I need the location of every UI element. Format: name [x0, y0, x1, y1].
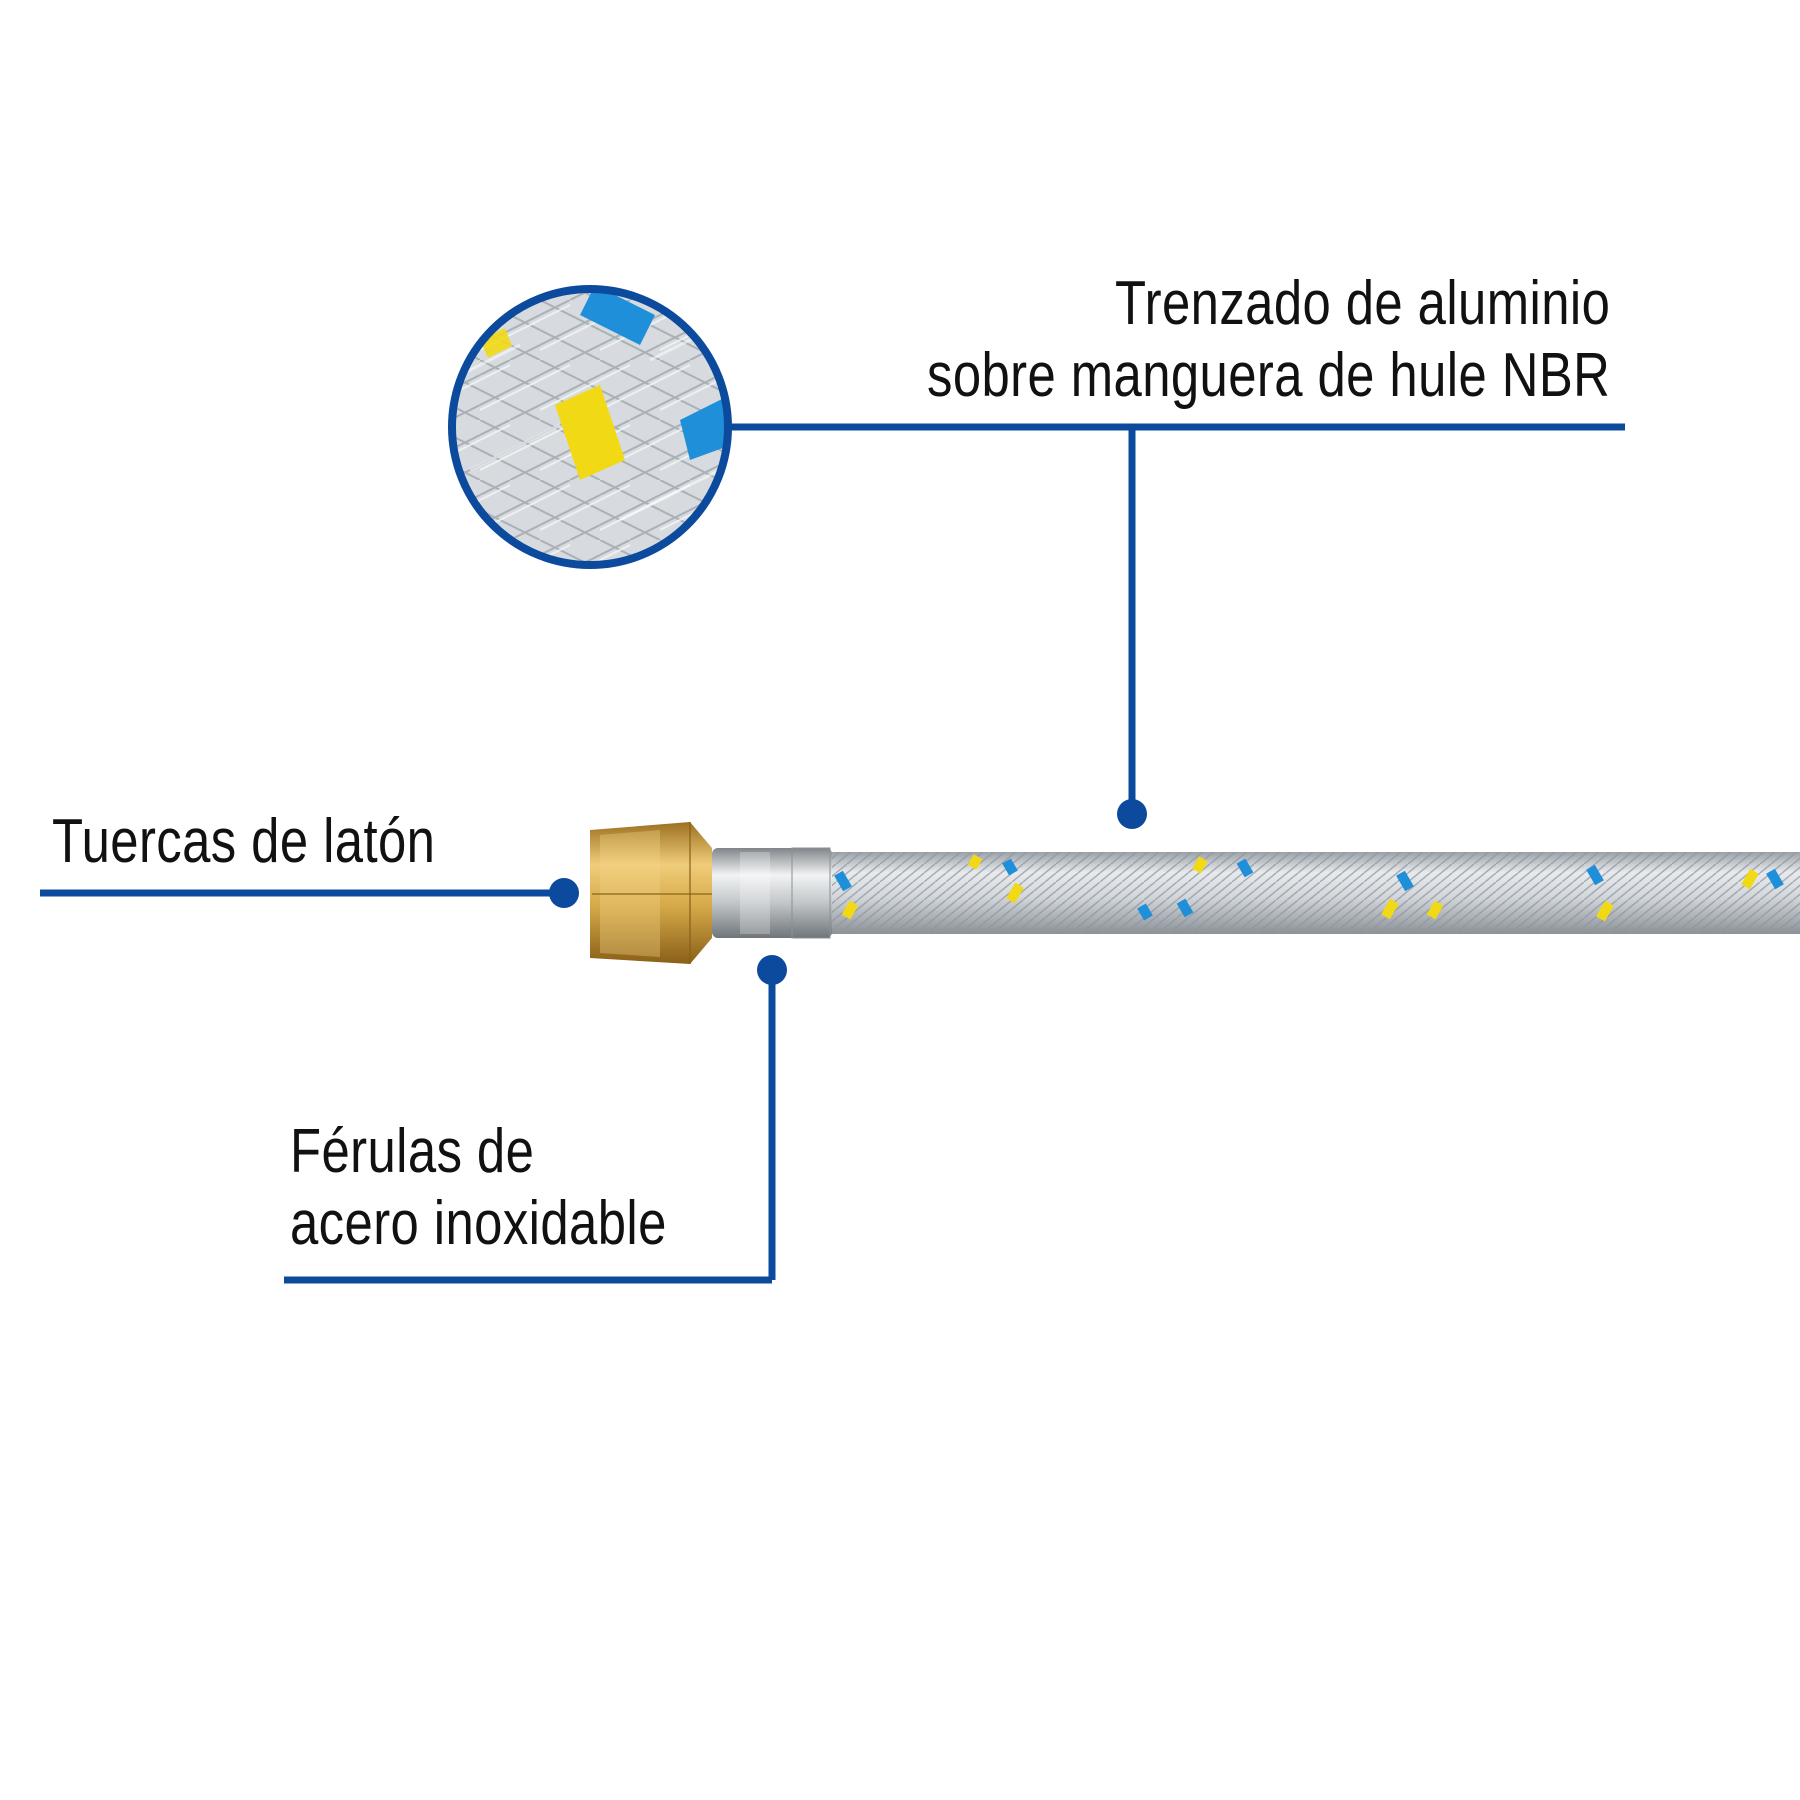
braid-label: Trenzado de aluminio sobre manguera de h…	[927, 268, 1610, 412]
ferrule-label-line1: Férulas de	[290, 1117, 535, 1186]
braid-detail-zoom-icon	[448, 285, 732, 569]
ferrule-label-line2: acero inoxidable	[290, 1189, 667, 1258]
callout-ferrule-line	[284, 970, 776, 1284]
tracer-strands	[834, 854, 1784, 922]
nut-label: Tuercas de latón	[52, 806, 435, 878]
nut-label-line1: Tuercas de latón	[52, 807, 436, 876]
dot-marker-icon	[549, 878, 579, 908]
dot-marker-icon	[757, 955, 787, 985]
dot-marker-icon	[1117, 799, 1147, 829]
braided-hose	[830, 852, 1800, 934]
braid-label-line2: sobre manguera de hule NBR	[926, 341, 1610, 410]
stainless-ferrule	[712, 847, 832, 939]
braid-label-line1: Trenzado de aluminio	[1114, 269, 1610, 338]
brass-nut	[590, 822, 712, 964]
ferrule-label: Férulas de acero inoxidable	[290, 1116, 667, 1260]
callout-braid-line	[726, 423, 1625, 812]
